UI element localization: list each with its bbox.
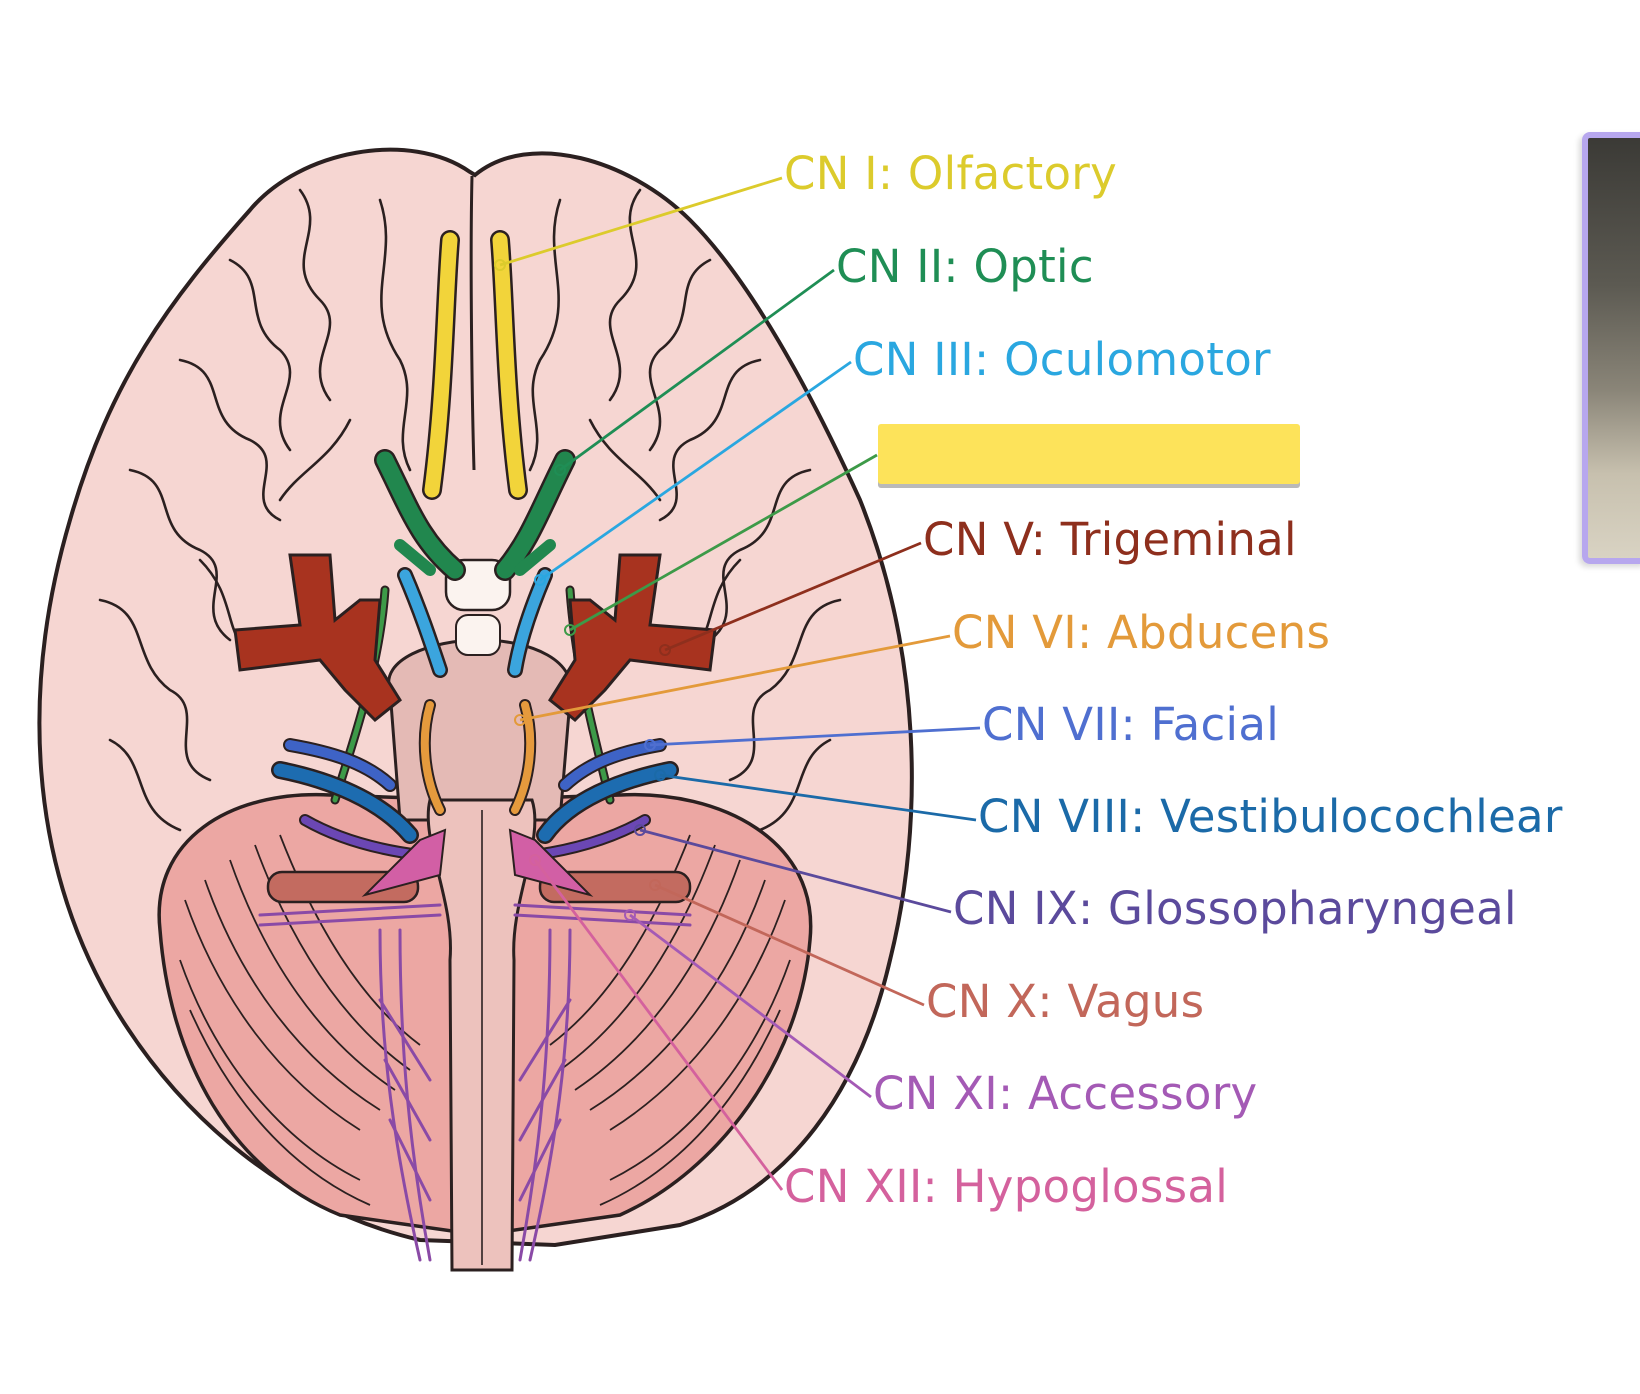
leader-line-cn8 bbox=[659, 773, 977, 822]
label-cn3-oculomotor: CN III: Oculomotor bbox=[853, 333, 1271, 386]
leader-anchor-cn9 bbox=[634, 824, 646, 836]
trigeminal-nerve bbox=[233, 553, 717, 723]
highlight-redaction-bar bbox=[878, 424, 1300, 484]
leader-anchor-cn3 bbox=[534, 574, 546, 586]
leader-anchor-cn4 bbox=[564, 624, 576, 636]
leader-anchor-cn6 bbox=[514, 714, 526, 726]
leader-line-cn6 bbox=[519, 634, 951, 722]
label-cn2-optic: CN II: Optic bbox=[836, 240, 1094, 293]
optic-nerve bbox=[374, 449, 576, 581]
label-cn8-vestibulocochlear: CN VIII: Vestibulocochlear bbox=[978, 790, 1563, 843]
leader-anchor-cn8 bbox=[654, 769, 666, 781]
leader-anchor-cn2 bbox=[554, 464, 566, 476]
label-cn9-glossopharyngeal: CN IX: Glossopharyngeal bbox=[953, 882, 1517, 935]
leader-line-cn9 bbox=[639, 828, 952, 914]
label-cn10-vagus: CN X: Vagus bbox=[926, 975, 1205, 1028]
leader-anchor-cn1 bbox=[494, 259, 506, 271]
cerebellar-folia bbox=[179, 834, 791, 1206]
leader-line-cn1 bbox=[499, 176, 783, 267]
leader-anchor-cn10 bbox=[649, 879, 661, 891]
vestibulocochlear-nerve bbox=[271, 761, 679, 844]
leader-line-cn4 bbox=[569, 453, 878, 632]
webcam-video-thumbnail[interactable] bbox=[1582, 132, 1640, 564]
nerves bbox=[233, 230, 717, 1262]
label-cn12-hypoglossal: CN XII: Hypoglossal bbox=[784, 1160, 1229, 1213]
leader-line-cn10 bbox=[654, 883, 925, 1007]
hypoglossal-nerve bbox=[361, 828, 594, 897]
leader-line-cn7 bbox=[649, 726, 981, 747]
brain-illustration bbox=[37, 147, 914, 1272]
leader-line-cn2 bbox=[559, 268, 835, 472]
abducens-nerve bbox=[418, 699, 537, 816]
gyri bbox=[98, 188, 842, 832]
label-cn11-accessory: CN XI: Accessory bbox=[873, 1067, 1258, 1120]
label-cn1-olfactory: CN I: Olfactory bbox=[784, 147, 1118, 200]
leader-anchor-cn11 bbox=[624, 909, 636, 921]
label-cn5-trigeminal: CN V: Trigeminal bbox=[923, 513, 1297, 566]
facial-nerve bbox=[283, 738, 667, 792]
leader-line-cn3 bbox=[539, 360, 852, 582]
leader-line-cn12 bbox=[533, 859, 784, 1191]
leader-line-cn11 bbox=[629, 913, 872, 1099]
pons bbox=[387, 638, 573, 822]
leader-anchor-cn12 bbox=[529, 854, 541, 866]
accessory-nerve bbox=[258, 903, 692, 1262]
leader-line-cn5 bbox=[664, 541, 922, 652]
leader-anchor-cn7 bbox=[644, 739, 656, 751]
leader-anchor-cn5 bbox=[659, 644, 671, 656]
leader-lines bbox=[494, 176, 981, 1191]
label-cn7-facial: CN VII: Facial bbox=[982, 698, 1280, 751]
label-cn6-abducens: CN VI: Abducens bbox=[952, 606, 1331, 659]
